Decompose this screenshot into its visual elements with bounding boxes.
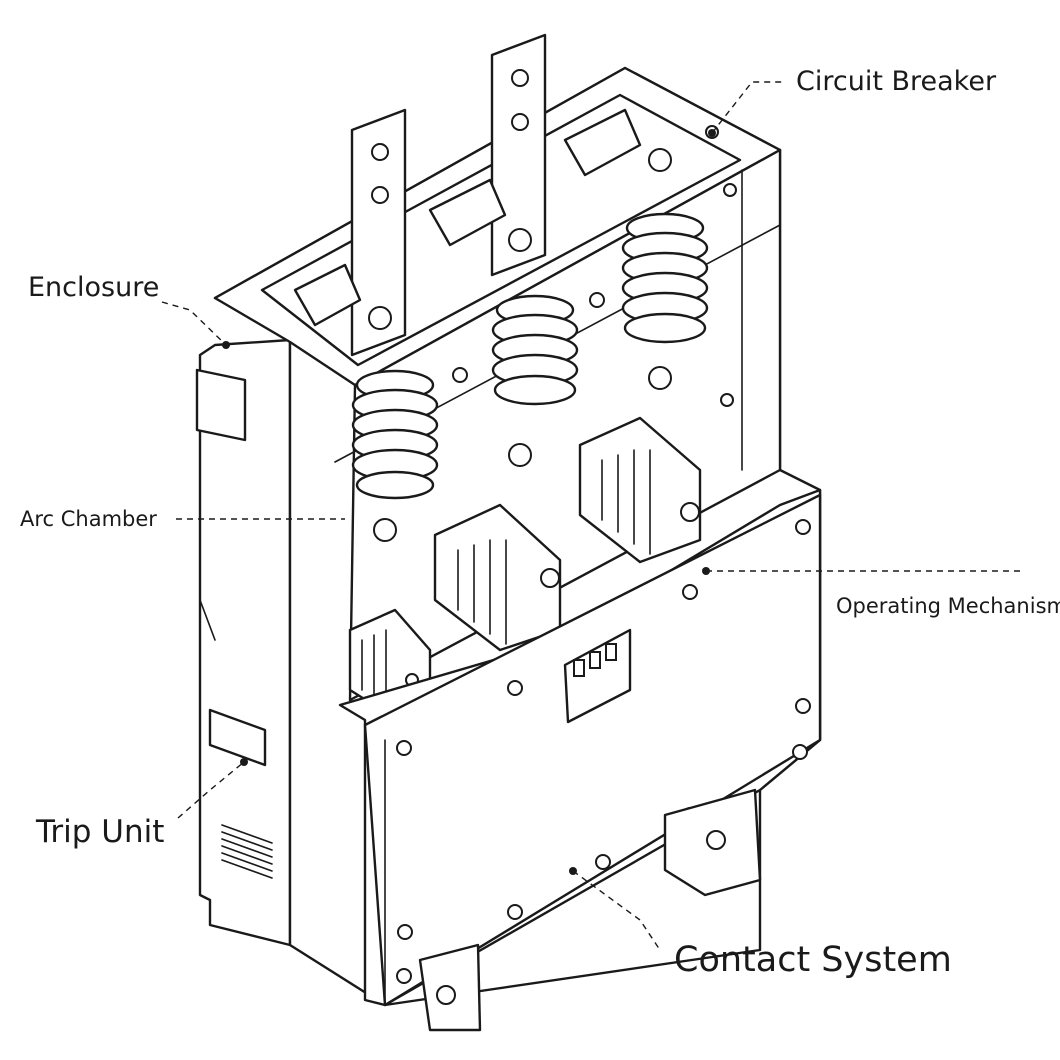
arc-chamber-label: Arc Chamber [20,507,157,531]
arc-chamber-center [433,503,562,652]
trip-unit-label: Trip Unit [36,814,165,850]
leader-lines [161,81,1020,951]
terminal-clamps [293,108,737,330]
insulator-right [621,212,709,344]
contact-system-label: Contact System [674,940,952,980]
arc-chamber-right [578,416,702,564]
enclosure-label: Enclosure [28,272,160,303]
insulator-left [351,369,439,500]
circuit-breaker-label: Circuit Breaker [796,66,997,97]
mounting-feet [418,788,762,1032]
insulator-center [491,294,579,406]
operating-mechanism-label: Operating Mechanism [836,594,1060,618]
back-wall-bolts [373,292,734,542]
enclosure-side-panel [195,338,292,947]
